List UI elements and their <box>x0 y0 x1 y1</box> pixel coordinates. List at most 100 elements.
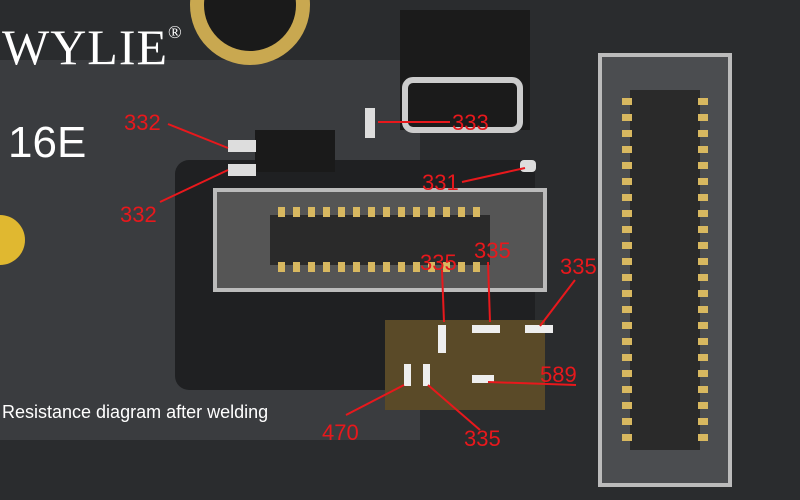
annotation-leader-line <box>345 384 405 416</box>
connector-pin <box>622 338 632 345</box>
connector-pin <box>622 402 632 409</box>
resistance-label: 335 <box>560 254 597 279</box>
connector-pin <box>698 162 708 169</box>
connector-pin <box>428 207 435 217</box>
annotation-leader-line <box>167 123 229 149</box>
brand-logo: WYLIE® <box>2 19 183 75</box>
model-label: 16E <box>8 118 87 167</box>
connector-pin <box>622 146 632 153</box>
connector-pin <box>293 262 300 272</box>
connector-pin <box>308 207 315 217</box>
connector-pin <box>698 354 708 361</box>
resistance-label: 332 <box>124 110 161 135</box>
connector-pin <box>698 210 708 217</box>
connector-pin <box>353 207 360 217</box>
annotation-leader-line <box>441 269 445 323</box>
connector-pin <box>428 262 435 272</box>
connector-pin <box>698 114 708 121</box>
connector-pin <box>622 98 632 105</box>
connector-pin <box>278 262 285 272</box>
connector-pin <box>622 210 632 217</box>
annotation-leader-line <box>427 384 481 431</box>
connector-pin <box>698 386 708 393</box>
resistance-label: 335 <box>464 426 501 451</box>
connector-pin <box>698 130 708 137</box>
connector-pin <box>353 262 360 272</box>
resistance-label: 335 <box>474 238 511 263</box>
connector-pin <box>622 434 632 441</box>
connector-pin <box>622 386 632 393</box>
connector-pin <box>698 194 708 201</box>
connector-pin <box>443 262 450 272</box>
annotation-leader-line <box>487 381 577 386</box>
connector-pin <box>698 98 708 105</box>
connector-pin <box>458 207 465 217</box>
connector-pin <box>338 262 345 272</box>
connector-pin <box>698 290 708 297</box>
connector-pin <box>622 242 632 249</box>
connector-pin <box>698 178 708 185</box>
connector-pin <box>383 207 390 217</box>
connector-pin <box>278 207 285 217</box>
connector-pin <box>622 418 632 425</box>
connector-pin <box>698 370 708 377</box>
annotation-leader-line <box>487 261 491 323</box>
top-connector <box>400 10 530 130</box>
resistance-label: 470 <box>322 420 359 445</box>
connector-pin <box>473 262 480 272</box>
connector-pin <box>622 306 632 313</box>
resistance-label: 332 <box>120 202 157 227</box>
connector-pin <box>698 434 708 441</box>
connector-pin <box>413 262 420 272</box>
connector-pin <box>698 338 708 345</box>
connector-pin <box>698 226 708 233</box>
connector-pin <box>622 354 632 361</box>
connector-pin <box>308 262 315 272</box>
connector-pin <box>622 178 632 185</box>
gold-pad-left <box>0 215 25 265</box>
annotation-leader-line <box>159 169 229 203</box>
connector-pin <box>323 207 330 217</box>
connector-pin <box>698 146 708 153</box>
connector-pin <box>293 207 300 217</box>
connector-pin <box>323 262 330 272</box>
connector-pin <box>622 226 632 233</box>
repair-area <box>385 320 545 410</box>
connector-pin <box>368 262 375 272</box>
component-331 <box>520 160 536 172</box>
connector-pin <box>338 207 345 217</box>
connector-pin <box>698 242 708 249</box>
connector-pin <box>622 130 632 137</box>
connector-pin <box>383 262 390 272</box>
resistance-label: 589 <box>540 362 577 387</box>
connector-pin <box>622 258 632 265</box>
connector-pin <box>622 162 632 169</box>
connector-pin <box>443 207 450 217</box>
connector-pin <box>622 274 632 281</box>
annotation-leader-line <box>461 167 526 183</box>
connector-pin <box>698 274 708 281</box>
connector-pin <box>398 262 405 272</box>
connector-pin <box>698 322 708 329</box>
connector-pin <box>698 418 708 425</box>
resistance-label: 333 <box>452 110 489 135</box>
connector-pin <box>622 194 632 201</box>
connector-pin <box>473 207 480 217</box>
resistance-label: 335 <box>420 250 457 275</box>
connector-pin <box>622 322 632 329</box>
annotation-leader-line <box>539 279 576 327</box>
connector-pin <box>622 370 632 377</box>
connector-pin <box>458 262 465 272</box>
component-332a <box>228 140 256 152</box>
connector-pin <box>622 114 632 121</box>
component-332b <box>228 164 256 176</box>
resistance-label: 331 <box>422 170 459 195</box>
connector-pin <box>698 402 708 409</box>
component-333 <box>365 108 375 138</box>
caption: Resistance diagram after welding <box>2 402 269 422</box>
connector-pin <box>698 258 708 265</box>
connector-pin <box>398 207 405 217</box>
connector-pin <box>413 207 420 217</box>
